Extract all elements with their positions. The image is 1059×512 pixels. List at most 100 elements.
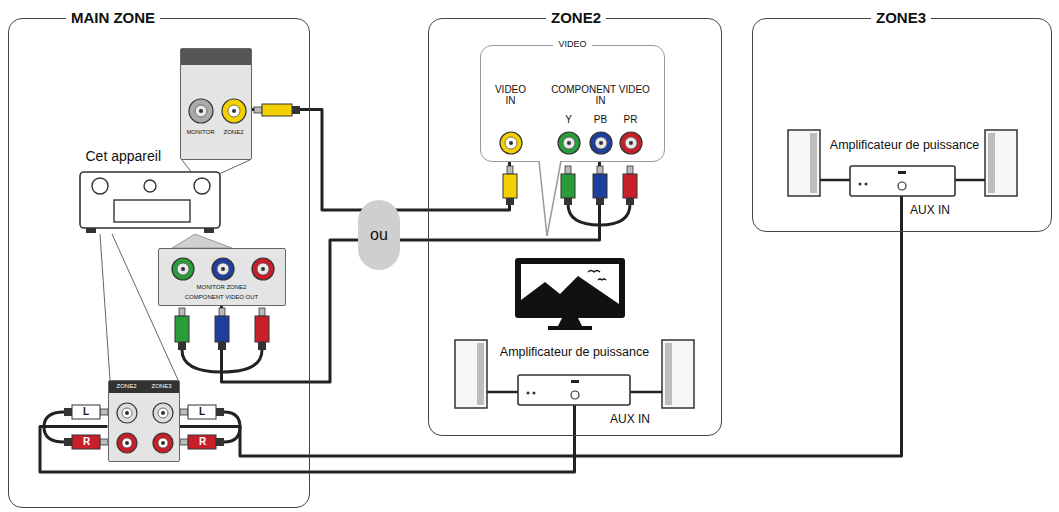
tv-icon <box>515 258 625 330</box>
jack-pin <box>181 267 185 271</box>
plug-body <box>175 316 189 342</box>
jack-inner <box>195 105 207 117</box>
amplifier-switch <box>898 171 906 174</box>
node-text: ZONE3 <box>871 9 931 26</box>
callout-wedge <box>172 234 232 248</box>
plug-boot <box>218 342 226 350</box>
plug-tip <box>254 107 262 113</box>
amplifier-led <box>526 391 529 394</box>
plug-tip <box>565 166 571 174</box>
plug-body <box>188 435 216 449</box>
callout-tail-edge <box>547 161 561 236</box>
receiver-foot <box>86 228 96 233</box>
cable-connector <box>180 196 902 457</box>
plug-body <box>72 405 100 419</box>
plug-boot <box>596 198 604 205</box>
jack-ring <box>212 258 234 280</box>
jack-pin <box>567 141 571 145</box>
zone-panel: ZONE2VIDEOVIDEO INCOMPONENT VIDEO INYPBP… <box>428 18 722 436</box>
plug-tip <box>627 166 633 174</box>
aux-jack <box>571 391 579 399</box>
node-text: Cet appareil <box>86 148 162 164</box>
cable <box>568 204 630 225</box>
receiver-body <box>80 172 220 228</box>
audio-out-panel-art <box>109 381 181 463</box>
plug-boot <box>506 198 514 205</box>
tv-stand <box>558 318 582 326</box>
input-label: AUX IN <box>910 204 950 218</box>
plug-boot <box>178 342 186 350</box>
plug-boot <box>64 408 72 416</box>
jack-ring <box>117 403 137 423</box>
jack-pin <box>199 109 203 113</box>
jack-ring <box>590 132 612 154</box>
jack-pin <box>161 441 165 445</box>
node-text: MONITOR ZONE2 <box>159 284 285 291</box>
node-text: VIDEO IN <box>492 84 530 107</box>
speaker-wire <box>630 391 662 394</box>
speaker-side <box>477 343 484 405</box>
callout-tail-edge <box>539 161 547 236</box>
jack-pin <box>161 411 165 415</box>
plug-body <box>561 174 575 198</box>
plug-tip <box>180 439 188 445</box>
jack-inner <box>505 137 517 149</box>
node-text: Amplificateur de puissance <box>500 345 649 359</box>
node-text: ZONE3 <box>145 383 179 390</box>
jack-ring <box>620 132 642 154</box>
node-text: MAIN ZONE <box>66 9 160 26</box>
input-plugs <box>503 166 637 225</box>
speaker <box>985 130 1017 196</box>
jack-pin <box>509 141 513 145</box>
receiver-unit: Cet appareil <box>78 148 228 234</box>
node-text: VIDEO <box>553 39 591 49</box>
callout-tail <box>539 160 561 236</box>
cable <box>182 350 262 372</box>
plug-tip <box>100 439 108 445</box>
video-out-panel: MONITORZONE2 <box>180 48 252 160</box>
jack-inner <box>595 137 607 149</box>
jack-inner <box>257 263 269 275</box>
plug-tip <box>180 409 188 415</box>
jack-inner <box>177 263 189 275</box>
speakers-zone3 <box>788 130 1017 196</box>
amplifier-body <box>518 375 630 405</box>
jack-pin <box>221 267 225 271</box>
jack-inner <box>122 438 132 448</box>
jack-pin <box>261 267 265 271</box>
tv-frame <box>515 258 625 318</box>
node-text: Amplificateur de puissance <box>830 138 979 152</box>
power-amplifier: Amplificateur de puissance <box>810 138 1000 196</box>
speakers-zone2 <box>455 340 694 408</box>
video-out-panel-art <box>181 49 253 161</box>
speaker <box>455 340 487 408</box>
speaker-side <box>810 133 817 193</box>
plug-tip <box>507 166 513 174</box>
speaker-wire <box>820 179 850 182</box>
plug-body <box>623 174 637 198</box>
plug-tip <box>259 308 265 316</box>
channel-label: L <box>198 406 206 418</box>
plug-boot <box>292 106 300 114</box>
plug-boot <box>564 198 572 205</box>
jack-ring <box>222 99 246 123</box>
amplifier-led <box>864 182 867 185</box>
node-text: PB <box>589 114 613 126</box>
tv-base <box>548 326 592 330</box>
amplifier-led <box>858 182 861 185</box>
jack-pin <box>599 141 603 145</box>
jack-ring <box>558 132 580 154</box>
component-out-panel: MONITOR ZONE2COMPONENT VIDEO OUT <box>158 248 286 306</box>
jack-inner <box>158 408 168 418</box>
jack-pin <box>232 109 236 113</box>
node-text: ZONE2 <box>217 129 251 136</box>
component-plugs-out <box>175 308 269 372</box>
jack-ring <box>172 258 194 280</box>
panel-bar <box>181 49 251 65</box>
plug-boot <box>626 198 634 205</box>
jack-inner <box>217 263 229 275</box>
amplifier-led <box>532 391 535 394</box>
tv-birds <box>588 271 606 281</box>
jack-ring <box>500 132 522 154</box>
